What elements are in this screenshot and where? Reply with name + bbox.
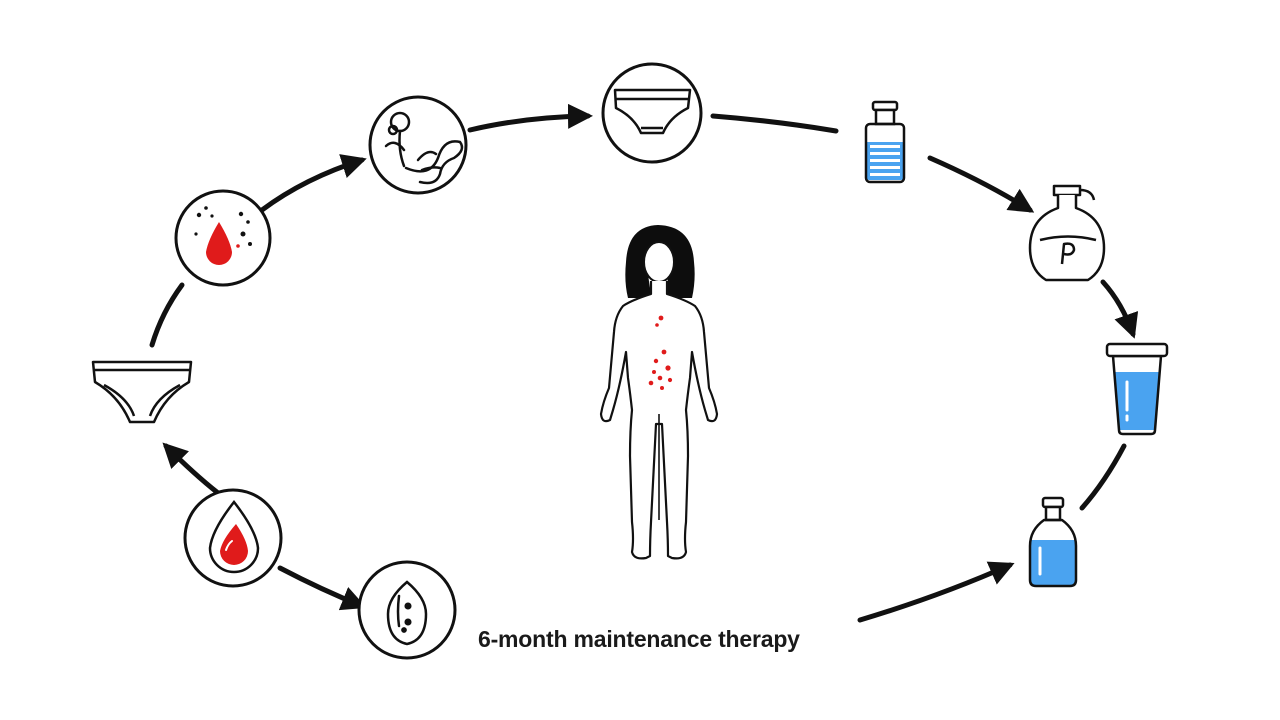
potion-flask-icon <box>1028 184 1106 282</box>
arrow-blood-drop-to-seed <box>277 565 367 611</box>
woman-body-rash-icon <box>599 225 719 560</box>
arrow-blood-spots-to-intestine <box>259 154 367 213</box>
underwear-icon <box>91 360 193 424</box>
water-cup-icon <box>1105 342 1169 436</box>
arrow-intestine-to-underwear <box>467 103 593 133</box>
arrow-flask-to-cup <box>1100 279 1139 339</box>
arrow-underwear-to-vial <box>710 113 839 134</box>
caption-label: 6-month maintenance therapy <box>478 626 800 652</box>
arrow-underwear-to-blood-spots <box>149 282 185 348</box>
arrow-maintenance-to-bottle <box>857 561 1015 623</box>
blood-spots-icon <box>174 189 272 287</box>
arrow-blood-drop-to-underwear <box>162 442 221 496</box>
arrow-vial-to-flask <box>927 155 1035 213</box>
medicine-vial-icon <box>864 100 906 184</box>
intestine-icon <box>368 95 468 195</box>
seed-icon <box>357 560 457 660</box>
liquid-bottle-icon <box>1028 496 1078 588</box>
arrow-cup-to-bottle <box>1079 443 1127 511</box>
blood-drop-icon <box>183 488 283 588</box>
underwear-circle-icon <box>601 62 703 164</box>
